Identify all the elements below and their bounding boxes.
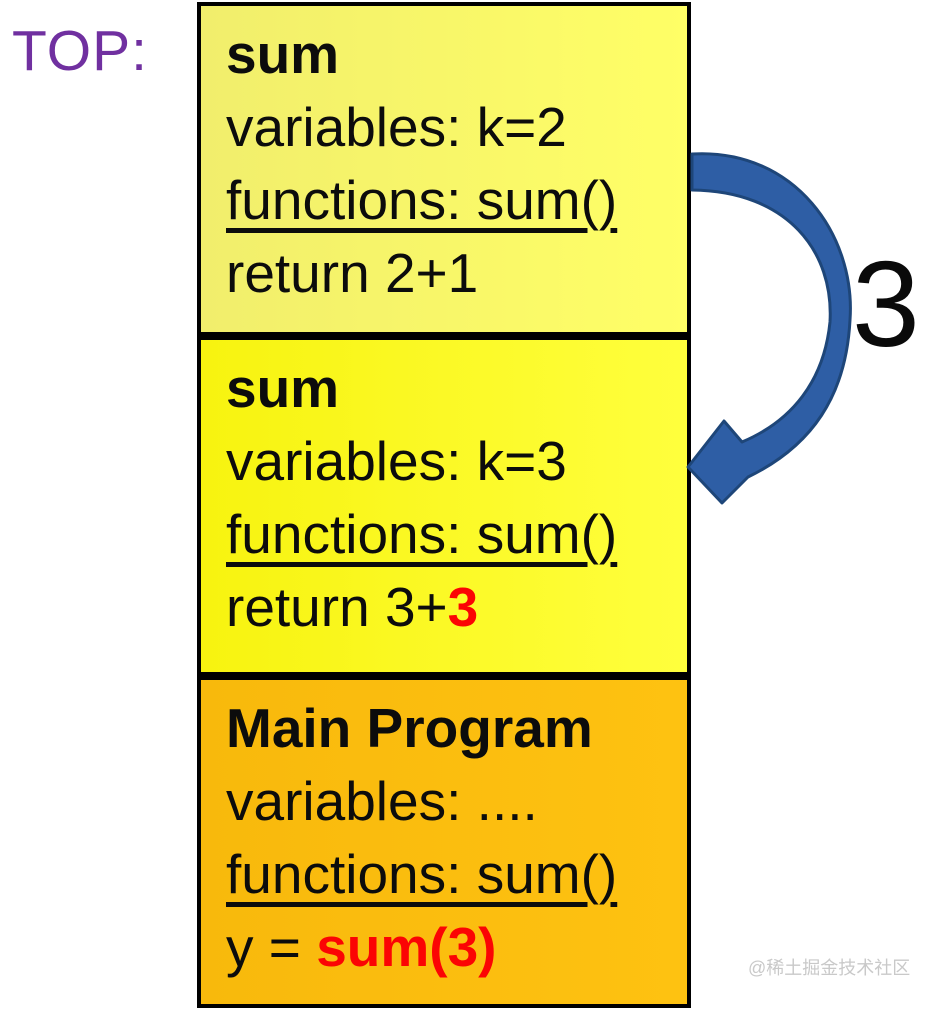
watermark: @稀土掘金技术社区 (748, 958, 911, 978)
frame-statement: return 2+1 (226, 237, 679, 310)
frame-functions-line: functions: sum() (226, 164, 679, 237)
frame-title: sum (226, 357, 340, 419)
statement-highlight-text: sum(3) (316, 916, 497, 978)
stack-frame: sum variables: k=3 functions: sum() retu… (197, 336, 691, 676)
frame-variables: variables: .... (226, 770, 538, 832)
statement-plain-text: y = (226, 916, 317, 978)
frame-variables: variables: k=2 (226, 96, 567, 158)
frame-functions: functions: sum() (226, 843, 618, 905)
frame-title: sum (226, 23, 340, 85)
argument-value-label: 3 (852, 236, 920, 372)
frame-functions: functions: sum() (226, 503, 618, 565)
frame-statement: y = sum(3) (226, 911, 679, 984)
frame-functions-line: functions: sum() (226, 498, 679, 571)
frame-title: Main Program (226, 697, 593, 759)
frame-functions-line: functions: sum() (226, 838, 679, 911)
statement-plain-text: return 2+1 (226, 242, 479, 304)
stack-frame: Main Program variables: .... functions: … (197, 676, 691, 1008)
frame-functions: functions: sum() (226, 169, 618, 231)
frame-variables: variables: k=3 (226, 430, 567, 492)
statement-highlight-text: 3 (447, 576, 479, 638)
frame-statement: return 3+3 (226, 571, 679, 644)
statement-plain-text: return 3+ (226, 576, 448, 638)
stack-top-label: TOP: (12, 19, 148, 83)
call-stack: sum variables: k=2 functions: sum() retu… (197, 2, 691, 1008)
stack-frame: sum variables: k=2 functions: sum() retu… (197, 2, 691, 336)
